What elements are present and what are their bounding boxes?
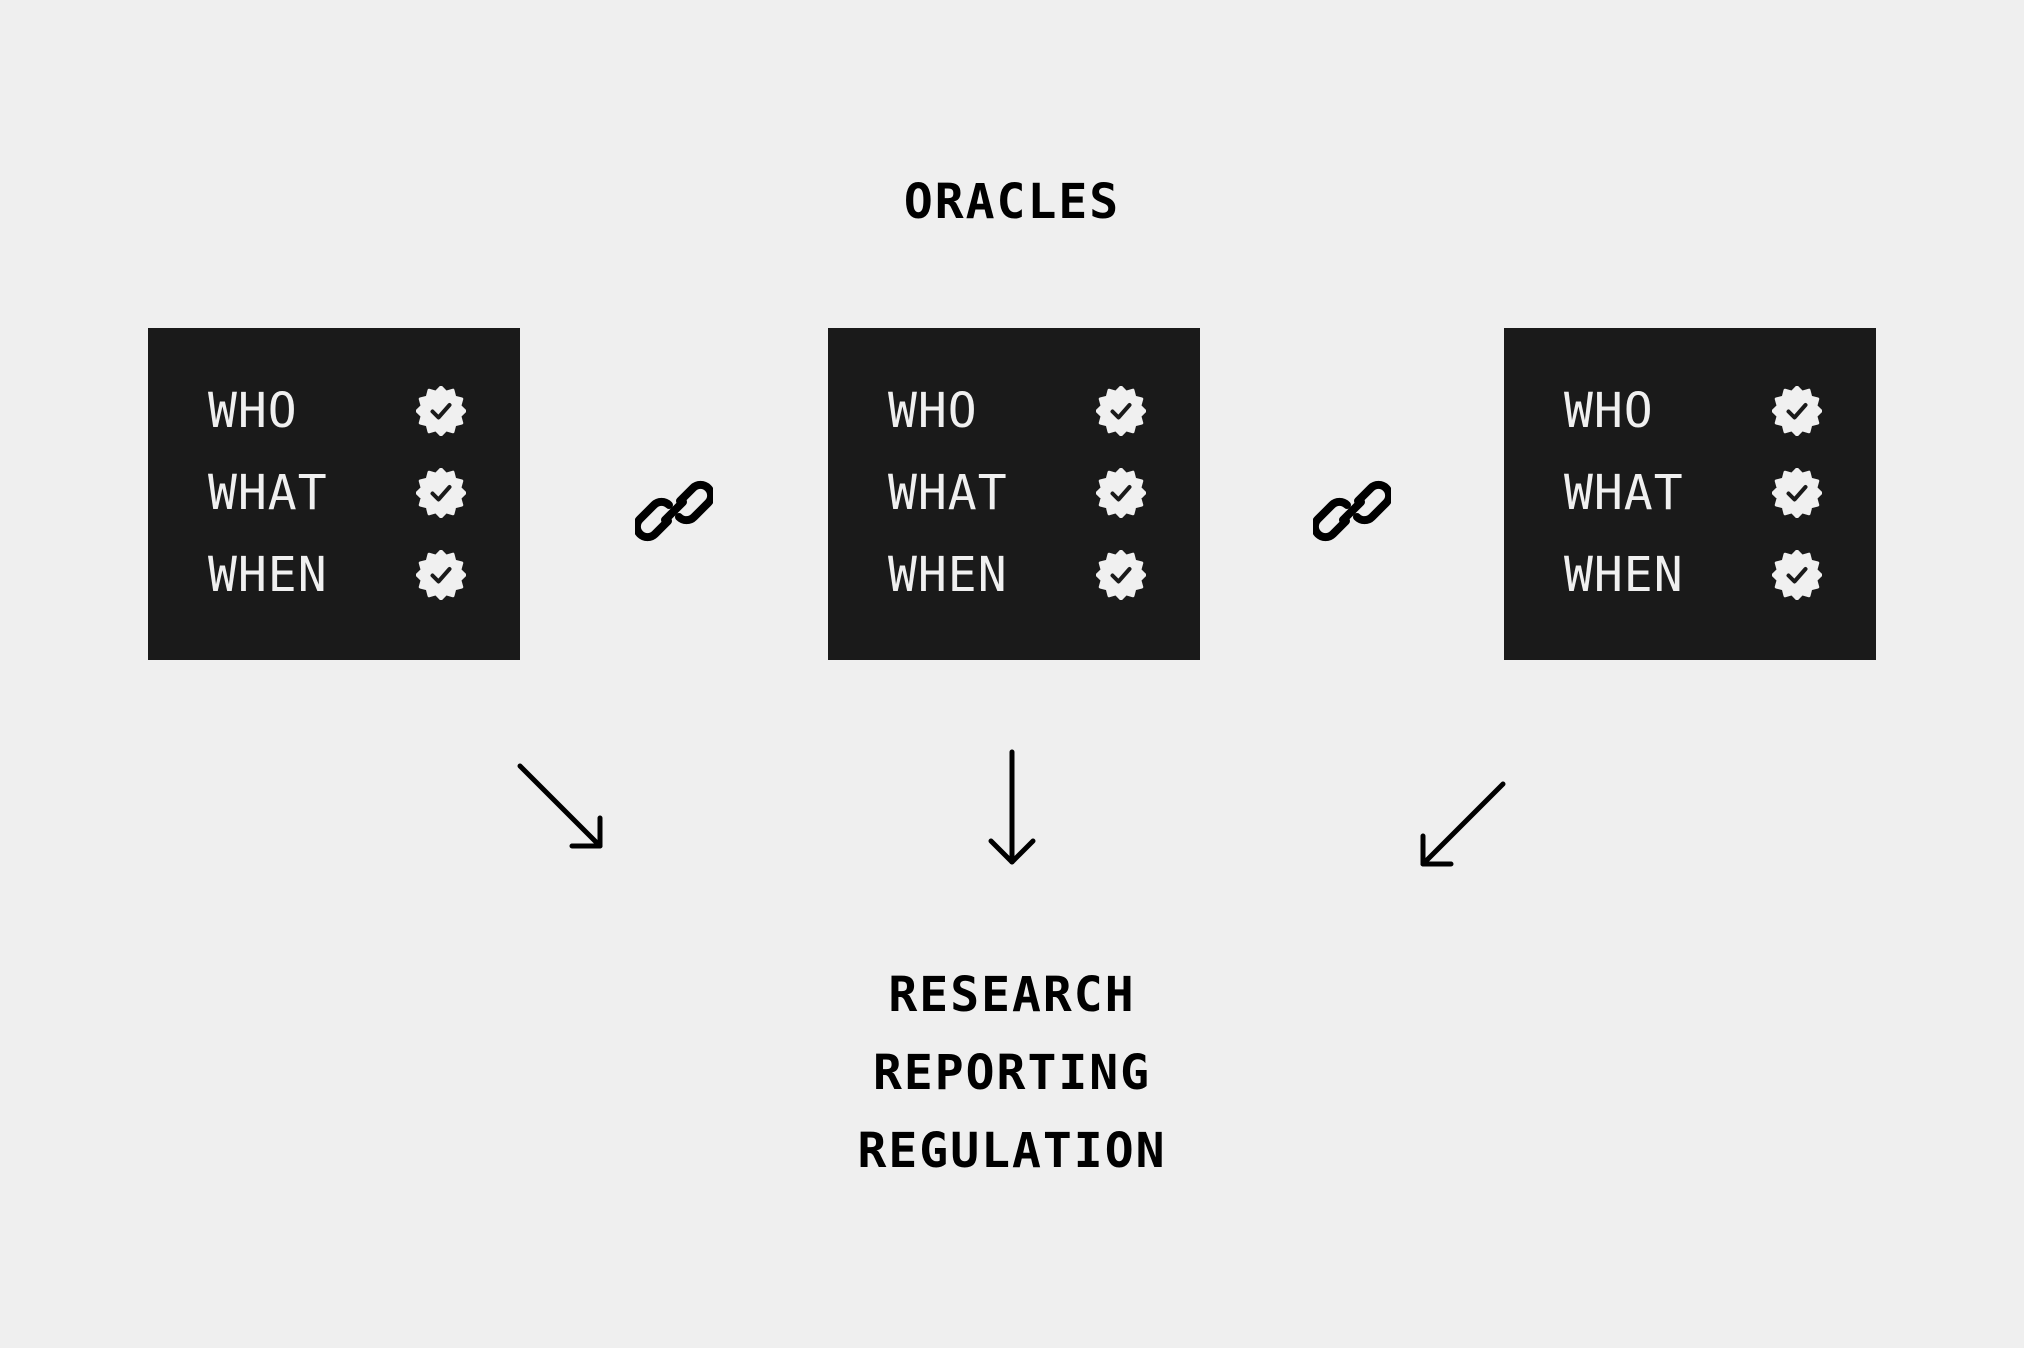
- verified-badge-icon: [1096, 550, 1146, 600]
- verified-badge-icon: [416, 386, 466, 436]
- card-row-who: WHO: [888, 380, 1146, 442]
- row-label: WHEN: [1564, 547, 1684, 603]
- diagram-title: ORACLES: [903, 174, 1121, 230]
- verified-badge-icon: [1772, 468, 1822, 518]
- arrow-down-icon: [988, 749, 1036, 865]
- link-icon: [635, 472, 713, 550]
- output-research: RESEARCH: [888, 967, 1136, 1023]
- verified-badge-icon: [1772, 386, 1822, 436]
- row-label: WHAT: [1564, 465, 1684, 521]
- row-label: WHO: [208, 383, 298, 439]
- row-label: WHEN: [888, 547, 1008, 603]
- card-row-who: WHO: [1564, 380, 1822, 442]
- card-row-what: WHAT: [888, 462, 1146, 524]
- oracle-card-1: WHO WHAT WHEN: [148, 328, 520, 660]
- link-icon: [1313, 472, 1391, 550]
- card-row-when: WHEN: [888, 544, 1146, 606]
- arrow-down-left-icon: [1420, 781, 1506, 867]
- row-label: WHAT: [888, 465, 1008, 521]
- oracle-card-3: WHO WHAT WHEN: [1504, 328, 1876, 660]
- card-row-when: WHEN: [1564, 544, 1822, 606]
- verified-badge-icon: [1096, 386, 1146, 436]
- row-label: WHAT: [208, 465, 328, 521]
- verified-badge-icon: [1772, 550, 1822, 600]
- row-label: WHO: [888, 383, 978, 439]
- arrow-down-right-icon: [517, 763, 603, 849]
- card-row-what: WHAT: [1564, 462, 1822, 524]
- verified-badge-icon: [416, 468, 466, 518]
- oracle-card-2: WHO WHAT WHEN: [828, 328, 1200, 660]
- card-row-when: WHEN: [208, 544, 466, 606]
- verified-badge-icon: [1096, 468, 1146, 518]
- output-reporting: REPORTING: [872, 1045, 1152, 1101]
- verified-badge-icon: [416, 550, 466, 600]
- row-label: WHO: [1564, 383, 1654, 439]
- row-label: WHEN: [208, 547, 328, 603]
- card-row-what: WHAT: [208, 462, 466, 524]
- card-row-who: WHO: [208, 380, 466, 442]
- output-regulation: REGULATION: [857, 1123, 1167, 1179]
- outputs-list: RESEARCH REPORTING REGULATION: [0, 956, 2024, 1190]
